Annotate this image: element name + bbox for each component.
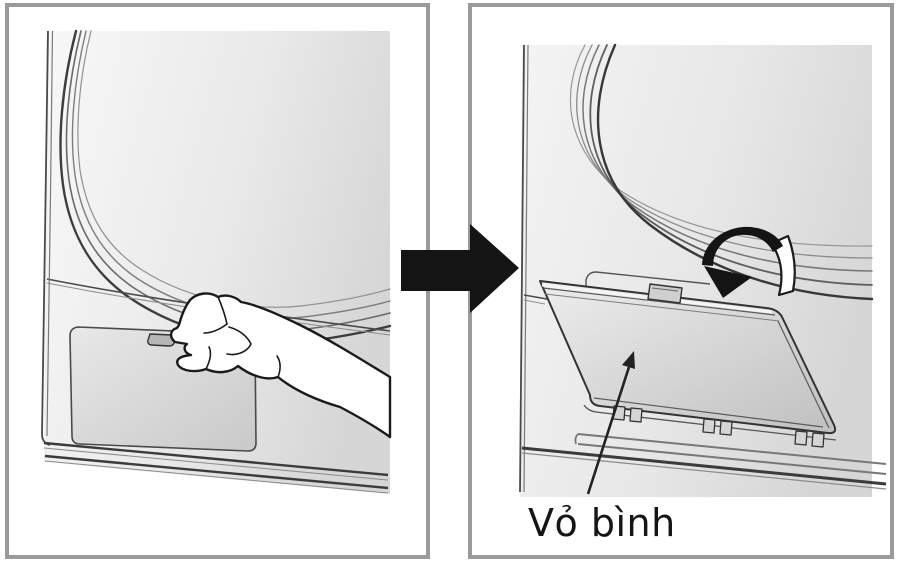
cover-label: Vỏ bình bbox=[528, 501, 676, 545]
cover-tab bbox=[647, 283, 683, 304]
dryer-press-latch-illustration bbox=[41, 29, 392, 494]
next-step-right-arrow-icon bbox=[401, 224, 519, 313]
ribbon-tail bbox=[770, 234, 796, 297]
step-panel-2: Vỏ bình bbox=[468, 3, 894, 559]
door-ring bbox=[569, 43, 874, 301]
tank-recess bbox=[583, 271, 837, 441]
plinth bbox=[43, 441, 389, 494]
plinth bbox=[521, 433, 887, 490]
leader-arrow-icon bbox=[586, 351, 635, 495]
cabinet-left-edge bbox=[41, 30, 54, 446]
water-tank-cover bbox=[539, 280, 837, 448]
curved-fold-down-arrow-icon bbox=[702, 226, 796, 298]
hinge-tabs bbox=[612, 405, 825, 448]
cabinet-left-edge bbox=[519, 44, 548, 493]
dryer-cover-removed-illustration bbox=[519, 43, 887, 497]
step-panel-1 bbox=[5, 3, 430, 559]
hand bbox=[169, 292, 392, 439]
